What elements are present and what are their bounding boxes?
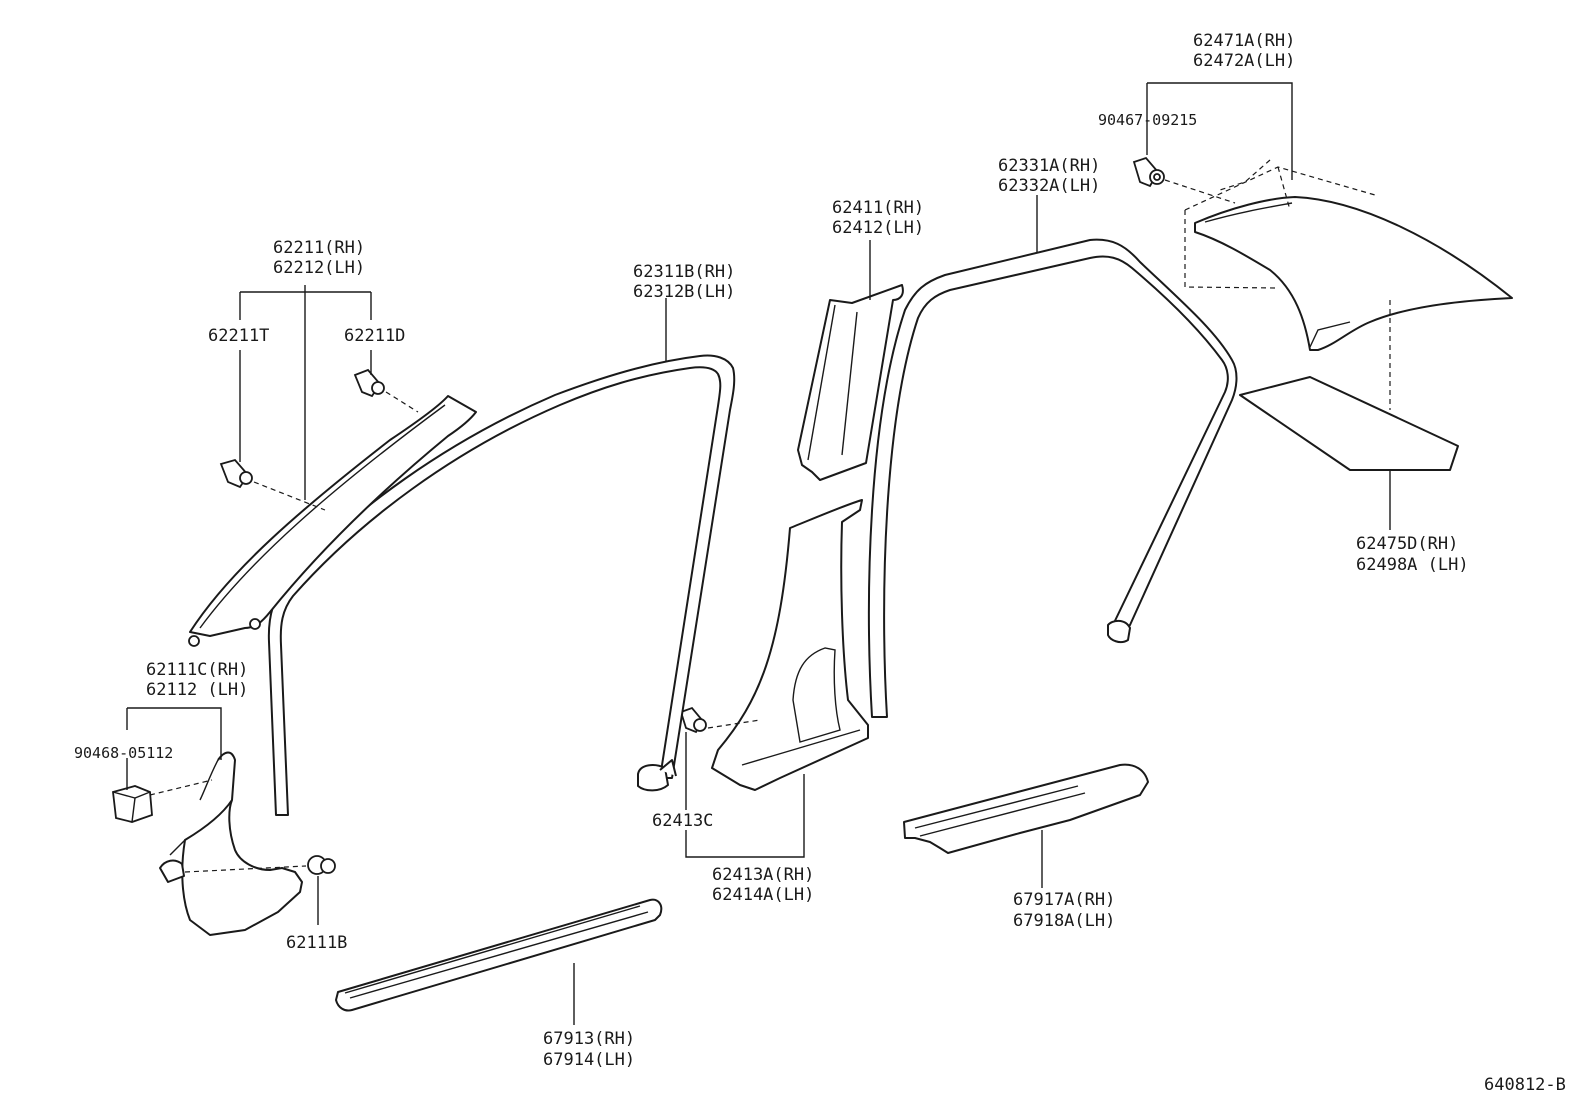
center-pillar-lower-garnish — [711, 499, 869, 791]
figure-code: 640812-B — [1484, 1075, 1566, 1095]
label-90467-09215: 90467-09215 — [1098, 111, 1197, 129]
cowl-side-trim — [159, 751, 303, 936]
label-62211: 62211(RH) — [273, 238, 365, 258]
clip-62413C-icon — [679, 706, 707, 734]
label-62112: 62112 (LH) — [146, 680, 248, 700]
label-62332A: 62332A(LH) — [998, 176, 1100, 196]
label-62413A: 62413A(RH) — [712, 865, 814, 885]
rear-door-scuff-plate — [903, 763, 1149, 854]
label-62111C: 62111C(RH) — [146, 660, 248, 680]
label-67918A: 67918A(LH) — [1013, 911, 1115, 931]
label-62475D: 62475D(RH) — [1356, 534, 1458, 554]
label-62211D: 62211D — [344, 326, 405, 346]
label-62411: 62411(RH) — [832, 198, 924, 218]
label-67917A: 67917A(RH) — [1013, 890, 1115, 910]
label-62111B: 62111B — [286, 933, 347, 953]
label-90468-05112: 90468-05112 — [74, 744, 173, 762]
label-62331A: 62331A(RH) — [998, 156, 1100, 176]
clip-90467-icon — [1132, 156, 1165, 188]
label-67914: 67914(LH) — [543, 1050, 635, 1070]
label-62413C: 62413C — [652, 811, 713, 831]
front-door-opening-weatherstrip — [267, 354, 736, 816]
label-62472A: 62472A(LH) — [1193, 51, 1295, 71]
label-62498A: 62498A (LH) — [1356, 555, 1469, 575]
label-67913: 67913(RH) — [543, 1029, 635, 1049]
front-pillar-garnish — [188, 395, 477, 647]
package-tray-dashes — [1184, 159, 1391, 410]
label-62471A: 62471A(RH) — [1193, 31, 1295, 51]
package-tray-trim — [1194, 196, 1513, 351]
label-62212: 62212(LH) — [273, 258, 365, 278]
label-62412: 62412(LH) — [832, 218, 924, 238]
clip-90468-icon — [112, 785, 153, 823]
clip-62211T-icon — [219, 458, 253, 489]
label-62311B: 62311B(RH) — [633, 262, 735, 282]
clip-62111B-icon — [307, 855, 336, 875]
package-tray-pad — [1239, 376, 1459, 471]
label-62312B: 62312B(LH) — [633, 282, 735, 302]
part-number-labels: 62471A(RH) 62472A(LH) 90467-09215 62331A… — [74, 31, 1566, 1095]
label-62211T: 62211T — [208, 326, 269, 346]
leader-lines — [126, 82, 1391, 1025]
roof-side-weatherstrip — [868, 238, 1238, 718]
front-door-scuff-plate — [335, 898, 663, 1012]
center-pillar-upper-garnish — [797, 284, 904, 481]
clip-62211D-icon — [353, 368, 385, 398]
label-62414A: 62414A(LH) — [712, 885, 814, 905]
